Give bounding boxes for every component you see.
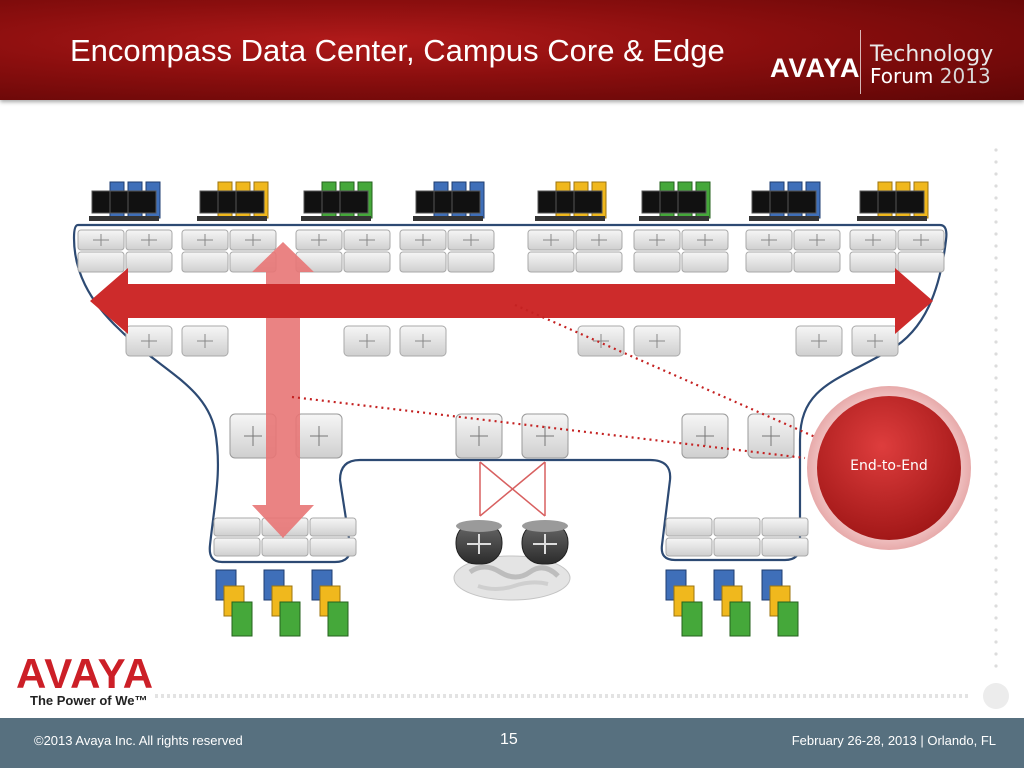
switch-icon (399, 325, 447, 357)
switch-icon (229, 413, 277, 459)
core-switch-row (229, 413, 795, 459)
switch-icon (795, 325, 843, 357)
switch-icon (125, 325, 173, 357)
server-stack-left-2 (263, 569, 301, 637)
switch-icon (633, 229, 681, 273)
switch-icon (633, 325, 681, 357)
switch-icon (681, 229, 729, 273)
switch-icon (181, 229, 229, 273)
avaya-logo: AVAYA (16, 650, 155, 697)
server-stack-right-1 (665, 569, 703, 637)
header-divider (860, 30, 861, 94)
router-icon (521, 520, 569, 565)
server-stack-right-3 (761, 569, 799, 637)
switch-icon (849, 229, 897, 273)
server-icon (327, 601, 349, 637)
server-stack-left-1 (215, 569, 253, 637)
switch-icon (309, 517, 357, 557)
event-date-location: February 26-28, 2013 | Orlando, FL (791, 733, 996, 748)
computer-group-yellow-2 (535, 181, 607, 221)
switch-icon (665, 517, 713, 557)
title-bar: Encompass Data Center, Campus Core & Edg… (0, 0, 1024, 100)
switch-icon (399, 229, 447, 273)
footer-copyright: ©2013 Avaya Inc. All rights reserved (34, 733, 243, 748)
switch-icon (455, 413, 503, 459)
computer-group-yellow-1 (197, 181, 269, 221)
distribution-switch-row (125, 325, 899, 357)
switch-icon (747, 413, 795, 459)
switch-icon (295, 229, 343, 273)
computer-icon (675, 181, 711, 221)
switch-icon (213, 517, 261, 557)
computer-group-blue-3 (749, 181, 821, 221)
forum-label: Forum 2013 (870, 64, 991, 88)
switch-icon (447, 229, 495, 273)
avaya-header-logo: AVAYA (770, 53, 861, 83)
access-switch-row (77, 229, 945, 273)
switch-icon (681, 413, 729, 459)
computer-group-green-2 (639, 181, 711, 221)
switch-icon (575, 229, 623, 273)
datacenter-switch-right (665, 517, 809, 557)
switch-icon (295, 413, 343, 459)
computer-group-blue-2 (413, 181, 485, 221)
forum-word: Forum (870, 64, 934, 88)
switch-icon (343, 229, 391, 273)
switch-icon (343, 325, 391, 357)
server-stack-right-2 (713, 569, 751, 637)
server-icon (777, 601, 799, 637)
switch-icon (577, 325, 625, 357)
switch-icon (181, 325, 229, 357)
switch-icon (125, 229, 173, 273)
computer-icon (125, 181, 161, 221)
callout-pointer-lines (291, 303, 823, 460)
computer-icon (893, 181, 929, 221)
switch-icon (851, 325, 899, 357)
switch-icon (713, 517, 761, 557)
page-number: 15 (500, 731, 518, 748)
server-stack-left-3 (311, 569, 349, 637)
core-router-links (479, 461, 546, 517)
computer-icon (571, 181, 607, 221)
right-dotted-decoration (994, 148, 998, 668)
server-icon (681, 601, 703, 637)
computer-icon (337, 181, 373, 221)
footer-bar: ©2013 Avaya Inc. All rights reserved 15 … (0, 718, 1024, 768)
end-to-end-label: End-to-End (850, 458, 928, 474)
server-icon (231, 601, 253, 637)
computer-group-yellow-3 (857, 181, 929, 221)
server-icon (279, 601, 301, 637)
computer-group-green-1 (301, 181, 373, 221)
globe-icon (453, 555, 571, 601)
avaya-tagline: The Power of We™ (30, 693, 148, 708)
switch-icon (527, 229, 575, 273)
switch-icon (77, 229, 125, 273)
computer-icon (449, 181, 485, 221)
technology-label: Technology (870, 42, 994, 67)
network-diagram (72, 148, 1009, 709)
corner-decoration (983, 683, 1009, 709)
end-to-end-callout (807, 386, 971, 550)
campus-core-outline (72, 223, 948, 564)
computer-icon (785, 181, 821, 221)
router-icon (455, 520, 503, 565)
computer-icon (233, 181, 269, 221)
switch-icon (793, 229, 841, 273)
switch-icon (521, 413, 569, 459)
server-icon (729, 601, 751, 637)
switch-icon (761, 517, 809, 557)
switch-icon (745, 229, 793, 273)
computer-group-blue-1 (89, 181, 161, 221)
switch-icon (897, 229, 945, 273)
horizontal-double-arrow (90, 268, 933, 334)
forum-year: 2013 (939, 64, 991, 88)
slide-title: Encompass Data Center, Campus Core & Edg… (70, 33, 725, 68)
